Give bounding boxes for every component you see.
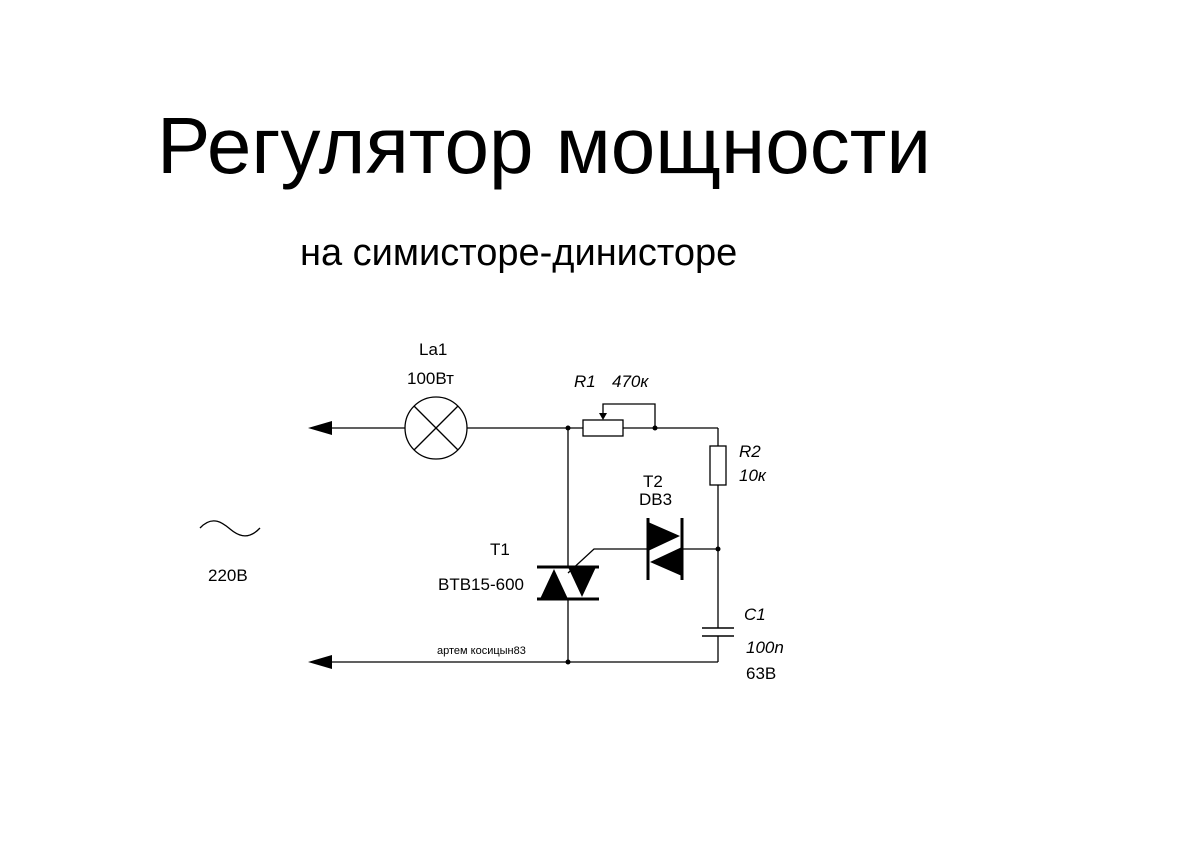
t1-ref-label: T1 [490, 540, 510, 559]
t2-value-label: DB3 [639, 490, 673, 509]
lamp-value-label: 100Вт [407, 369, 454, 388]
c1-value-label: 100n [746, 638, 784, 657]
c1-voltage-label: 63В [746, 664, 777, 683]
source-voltage-label: 220В [208, 566, 248, 585]
lamp-symbol [404, 396, 468, 460]
input-arrow-top [308, 421, 332, 435]
diagram-title: Регулятор мощности [157, 101, 932, 190]
diac-symbol [646, 518, 684, 580]
junction-dots [565, 425, 721, 665]
ac-source-icon [199, 520, 261, 537]
r2-value-label: 10к [739, 466, 766, 485]
potentiometer-arrow [599, 413, 607, 420]
r2-ref-label: R2 [739, 442, 761, 461]
lamp-ref-label: La1 [419, 340, 448, 359]
potentiometer-wiper [602, 403, 656, 428]
wire-gate [567, 548, 648, 574]
t1-value-label: BTB15-600 [438, 575, 524, 594]
capacitor-symbol [702, 627, 734, 637]
r1-ref-label: R1 [574, 372, 596, 391]
triac-symbol [537, 565, 599, 601]
t2-ref-label: T2 [643, 472, 663, 491]
resistor-r1 [582, 419, 624, 437]
diagram-subtitle: на симисторе-динисторе [300, 232, 738, 274]
author-label: артем косицын83 [437, 645, 526, 657]
r1-value-label: 470к [612, 372, 649, 391]
resistor-r2 [709, 445, 727, 486]
input-arrow-bottom [308, 655, 332, 669]
c1-ref-label: C1 [744, 605, 766, 624]
